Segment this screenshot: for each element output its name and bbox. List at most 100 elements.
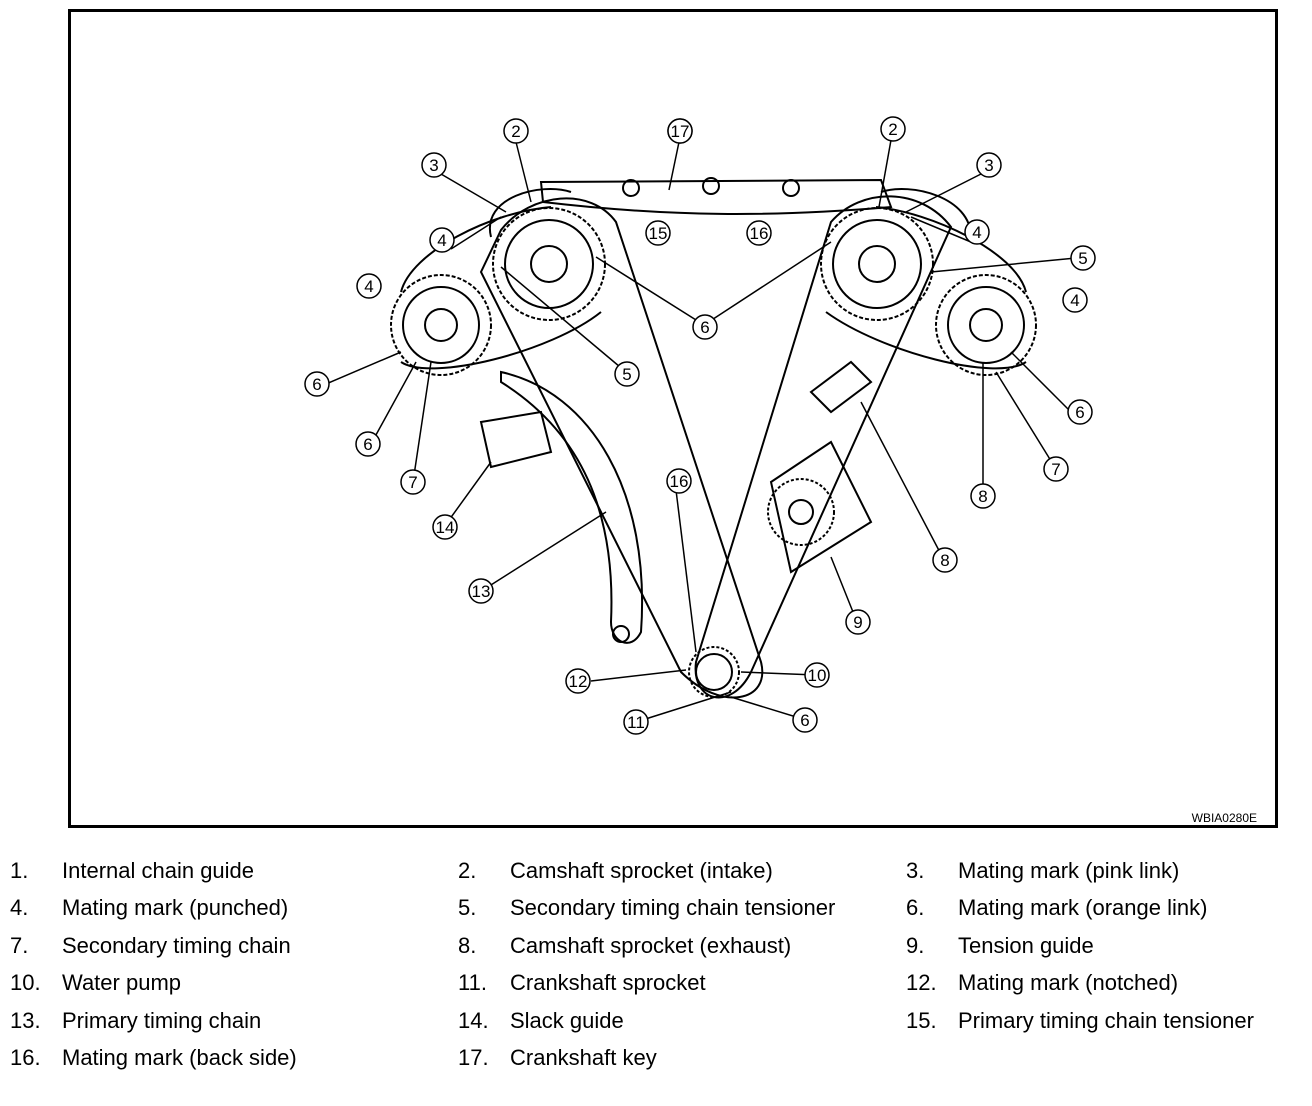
- callout-5: 5: [1070, 245, 1096, 271]
- primary-timing-chain: [479, 197, 764, 699]
- legend-text: Secondary timing chain tensioner: [510, 895, 836, 921]
- callout-label: 16: [670, 472, 689, 491]
- legend-text: Internal chain guide: [62, 858, 255, 883]
- callout-2: 2: [880, 116, 906, 142]
- callout-2: 2: [503, 118, 529, 144]
- callout-9: 9: [845, 609, 871, 635]
- legend-number: 15.: [906, 1007, 937, 1033]
- callout-label: 6: [312, 375, 321, 394]
- callout-6: 6: [355, 431, 381, 457]
- legend-number: 3.: [906, 858, 925, 883]
- primary-tensioner: [479, 410, 553, 469]
- callout-label: 7: [1051, 460, 1060, 479]
- primary-timing-chain-right: [694, 195, 953, 699]
- internal-chain-guide: [539, 178, 893, 215]
- callout-8: 8: [932, 547, 958, 573]
- callout-4: 4: [1062, 287, 1088, 313]
- callout-label: 5: [622, 365, 631, 384]
- callout-label: 4: [364, 277, 373, 296]
- callout-label: 2: [511, 122, 520, 141]
- callout-6: 6: [692, 314, 718, 340]
- legend-number: 11.: [458, 970, 487, 996]
- callout-4: 4: [429, 227, 455, 253]
- legend-number: 12.: [906, 970, 937, 996]
- legend-text: Secondary timing chain: [62, 932, 291, 958]
- callout-5: 5: [614, 361, 640, 387]
- callout-13: 13: [468, 578, 494, 604]
- crankshaft-sprocket: [688, 646, 740, 698]
- callout-14: 14: [432, 514, 458, 540]
- legend-text: Primary timing chain tensioner: [958, 1007, 1254, 1033]
- callout-label: 4: [437, 231, 446, 250]
- callout-label: 10: [808, 666, 827, 685]
- legend-number: 17.: [458, 1045, 489, 1070]
- callout-label: 6: [363, 435, 372, 454]
- legend-number: 16.: [10, 1045, 41, 1070]
- callout-label: 14: [436, 518, 455, 537]
- intake-sprocket-right: [820, 207, 934, 321]
- callout-6: 6: [792, 707, 818, 733]
- callout-7: 7: [1043, 456, 1069, 482]
- callout-label: 5: [1078, 249, 1087, 268]
- legend-text: Mating mark (back side): [62, 1045, 297, 1070]
- callout-3: 3: [976, 152, 1002, 178]
- callout-label: 8: [978, 487, 987, 506]
- callout-label: 13: [472, 582, 491, 601]
- callout-6: 6: [1067, 399, 1093, 425]
- legend-number: 7.: [10, 932, 29, 958]
- figure-code: WBIA0280E: [1192, 811, 1257, 825]
- legend-text: Crankshaft sprocket: [510, 970, 706, 996]
- callout-17: 17: [667, 118, 693, 144]
- callout-15: 15: [645, 220, 671, 246]
- legend-number: 2.: [458, 858, 477, 883]
- legend-text: Tension guide: [958, 932, 1094, 958]
- intake-sprocket-left: [492, 207, 606, 321]
- callout-16: 16: [666, 468, 692, 494]
- legend-text: Mating mark (orange link): [958, 895, 1208, 921]
- diagram-frame: 122334444556666677889101112131415161617 …: [68, 9, 1278, 828]
- legend-text: Primary timing chain: [62, 1007, 262, 1033]
- water-pump: [769, 440, 873, 574]
- legend-text: Slack guide: [510, 1007, 624, 1033]
- slack-guide: [500, 370, 644, 644]
- callout-11: 11: [623, 709, 649, 735]
- callout-10: 10: [804, 662, 830, 688]
- callout-4: 4: [356, 273, 382, 299]
- legend-number: 10.: [10, 970, 41, 996]
- callout-label: 8: [940, 551, 949, 570]
- callout-label: 6: [800, 711, 809, 730]
- callout-label: 3: [984, 156, 993, 175]
- callout-label: 3: [429, 156, 438, 175]
- legend-text: Mating mark (pink link): [958, 858, 1180, 883]
- legend-text: Mating mark (notched): [958, 970, 1179, 996]
- callout-label: 11: [627, 713, 645, 732]
- legend-number: 8.: [458, 932, 477, 958]
- legend-text: Water pump: [62, 970, 182, 996]
- callout-8: 8: [970, 483, 996, 509]
- callout-label: 16: [750, 224, 769, 243]
- callout-label: 9: [853, 613, 862, 632]
- callout-label: 2: [888, 120, 897, 139]
- legend-number: 4.: [10, 895, 29, 921]
- timing-chain-diagram: 122334444556666677889101112131415161617 …: [304, 116, 1257, 825]
- callout-label: 12: [569, 672, 588, 691]
- callout-label: 6: [700, 318, 709, 337]
- callout-label: 4: [1070, 291, 1079, 310]
- callout-label: 7: [408, 473, 417, 492]
- callout-7: 7: [400, 469, 426, 495]
- callout-label: 15: [649, 224, 668, 243]
- callout-3: 3: [421, 152, 447, 178]
- callout-12: 12: [565, 668, 591, 694]
- exhaust-sprocket-left: [390, 274, 492, 376]
- callout-16: 16: [746, 220, 772, 246]
- legend-number: 14.: [458, 1007, 489, 1033]
- legend-text: Camshaft sprocket (intake): [510, 858, 773, 883]
- secondary-chain-left: [400, 206, 602, 370]
- exhaust-sprocket-right: [935, 274, 1037, 376]
- legend-text: Crankshaft key: [510, 1045, 657, 1070]
- callout-4: 4: [964, 219, 990, 245]
- tension-guide: [809, 360, 873, 414]
- legend-number: 13.: [10, 1007, 41, 1033]
- legend-text: Mating mark (punched): [62, 895, 289, 921]
- callout-label: 4: [972, 223, 981, 242]
